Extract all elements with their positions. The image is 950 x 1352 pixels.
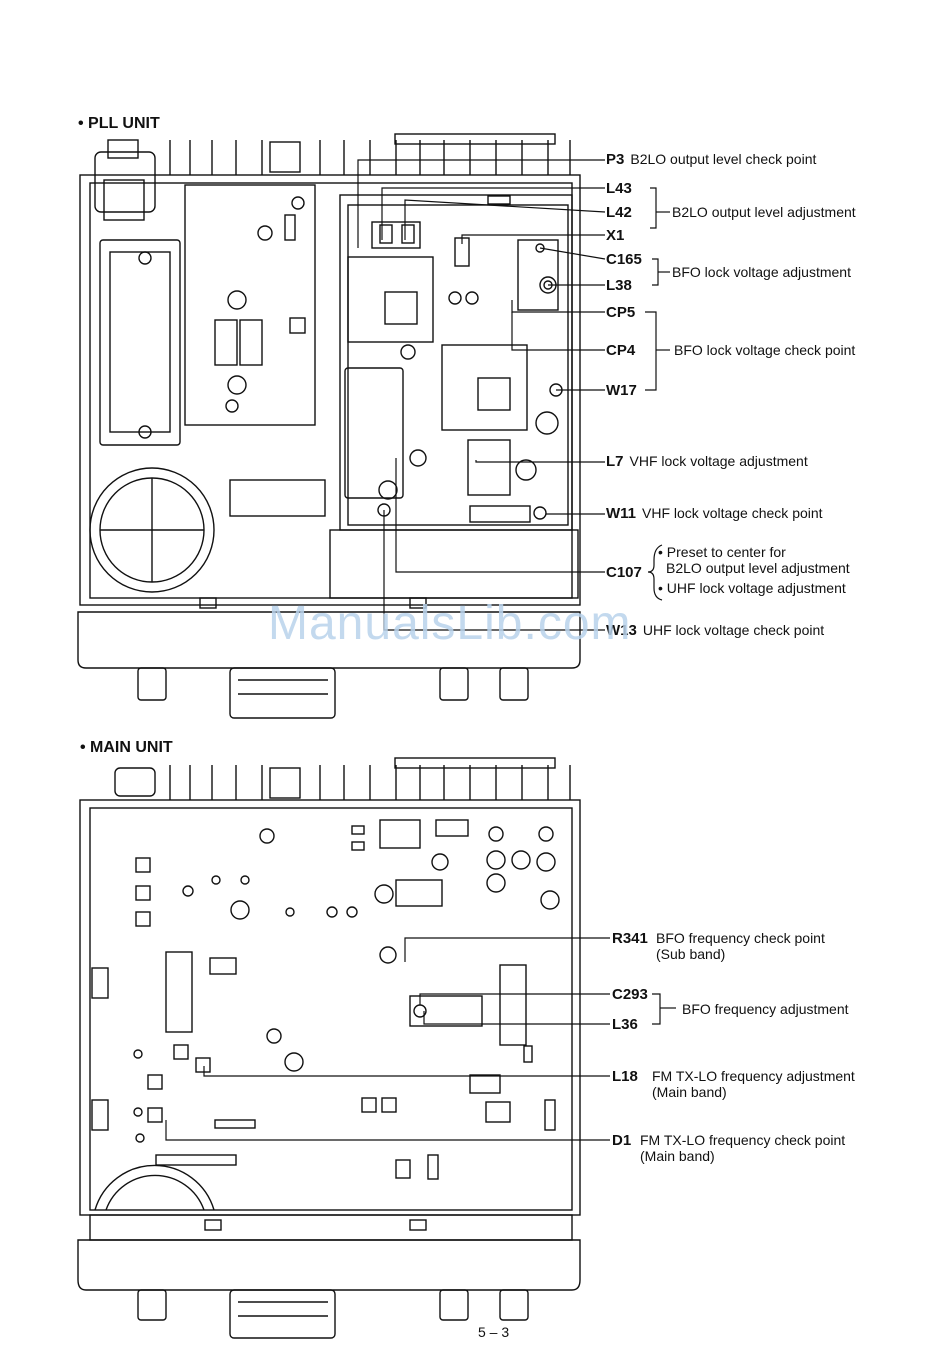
- label-r341: R341: [612, 930, 654, 947]
- main-dial: [229, 1289, 336, 1339]
- label-l18: L18: [612, 1068, 644, 1085]
- pll-speaker: [89, 467, 215, 593]
- main-speaker: [94, 1164, 215, 1211]
- ref-l43: L43: [606, 180, 632, 197]
- main-front-panel: [77, 1239, 581, 1291]
- main-unit-title: • MAIN UNIT: [80, 739, 173, 756]
- ref-c107: C107: [606, 564, 642, 581]
- label-x1: X1: [606, 227, 630, 244]
- desc-w11: VHF lock voltage check point: [642, 505, 823, 521]
- ref-c293: C293: [612, 986, 648, 1003]
- label-cp4: CP4: [606, 342, 641, 359]
- page-number: 5 – 3: [478, 1324, 510, 1340]
- label-c165: C165: [606, 251, 648, 268]
- ref-l38: L38: [606, 277, 632, 294]
- pll-unit-title: • PLL UNIT: [78, 115, 160, 132]
- desc-l18-line2: (Main band): [652, 1084, 727, 1100]
- pll-main-dial: [229, 667, 336, 719]
- label-p3: P3 B2LO output level check point: [606, 151, 816, 168]
- desc-c107-line1: • Preset to center for: [658, 544, 786, 560]
- ref-d1: D1: [612, 1132, 632, 1149]
- ref-l18: L18: [612, 1068, 638, 1085]
- desc-d1-line1: FM TX-LO frequency check point: [640, 1132, 846, 1148]
- ref-p3: P3: [606, 151, 625, 168]
- label-cp5: CP5: [606, 304, 641, 321]
- desc-r341-line1: BFO frequency check point: [656, 930, 825, 946]
- desc-bfo-lock-adjustment: BFO lock voltage adjustment: [672, 264, 851, 280]
- watermark: ManualsLib.com: [268, 597, 632, 650]
- label-w17: W17: [606, 382, 643, 399]
- desc-l18-line1: FM TX-LO frequency adjustment: [652, 1068, 855, 1084]
- ref-w13: W13: [606, 622, 637, 639]
- desc-r341-line2: (Sub band): [656, 946, 726, 962]
- label-w13: W13 UHF lock voltage check point: [606, 622, 824, 639]
- pll-leader-lines: [357, 159, 670, 631]
- ref-x1: X1: [606, 227, 625, 244]
- label-l7: L7 VHF lock voltage adjustment: [606, 453, 808, 470]
- pll-front-panel: [77, 611, 581, 669]
- desc-c107-line2: B2LO output level adjustment: [666, 560, 850, 576]
- label-l43: L43: [606, 180, 638, 197]
- ref-w17: W17: [606, 382, 637, 399]
- pll-shield-can: [344, 367, 404, 499]
- pll-subboard-1: [347, 256, 434, 343]
- pll-heatsink-fins: [169, 133, 571, 175]
- label-c293: C293: [612, 986, 654, 1003]
- main-subassembly: [409, 995, 483, 1027]
- label-c107: C107: [606, 564, 648, 581]
- label-l42: L42: [606, 204, 638, 221]
- ref-cp5: CP5: [606, 304, 636, 321]
- main-chassis-drawing: [77, 757, 581, 1339]
- ref-l7: L7: [606, 453, 624, 470]
- ref-r341: R341: [612, 930, 648, 947]
- desc-b2lo-adjustment: B2LO output level adjustment: [672, 204, 856, 220]
- desc-l7: VHF lock voltage adjustment: [629, 453, 808, 469]
- ref-c165: C165: [606, 251, 642, 268]
- desc-bfo-lock-check: BFO lock voltage check point: [674, 342, 856, 358]
- label-d1: D1: [612, 1132, 637, 1149]
- desc-p3: B2LO output level check point: [630, 151, 817, 167]
- desc-w13: UHF lock voltage check point: [642, 622, 825, 638]
- label-w11: W11 VHF lock voltage check point: [606, 505, 823, 522]
- desc-bfo-frequency-adjustment: BFO frequency adjustment: [682, 1001, 849, 1017]
- pll-chassis-drawing: [77, 133, 581, 719]
- label-l36: L36: [612, 1016, 644, 1033]
- ref-w11: W11: [606, 505, 637, 522]
- ref-l42: L42: [606, 204, 632, 221]
- desc-d1-line2: (Main band): [640, 1148, 715, 1164]
- main-leader-lines: [165, 937, 676, 1141]
- desc-c107-line3: • UHF lock voltage adjustment: [658, 580, 846, 596]
- ref-l36: L36: [612, 1016, 638, 1033]
- ref-cp4: CP4: [606, 342, 636, 359]
- label-l38: L38: [606, 277, 638, 294]
- pll-subboard-2: [441, 344, 528, 431]
